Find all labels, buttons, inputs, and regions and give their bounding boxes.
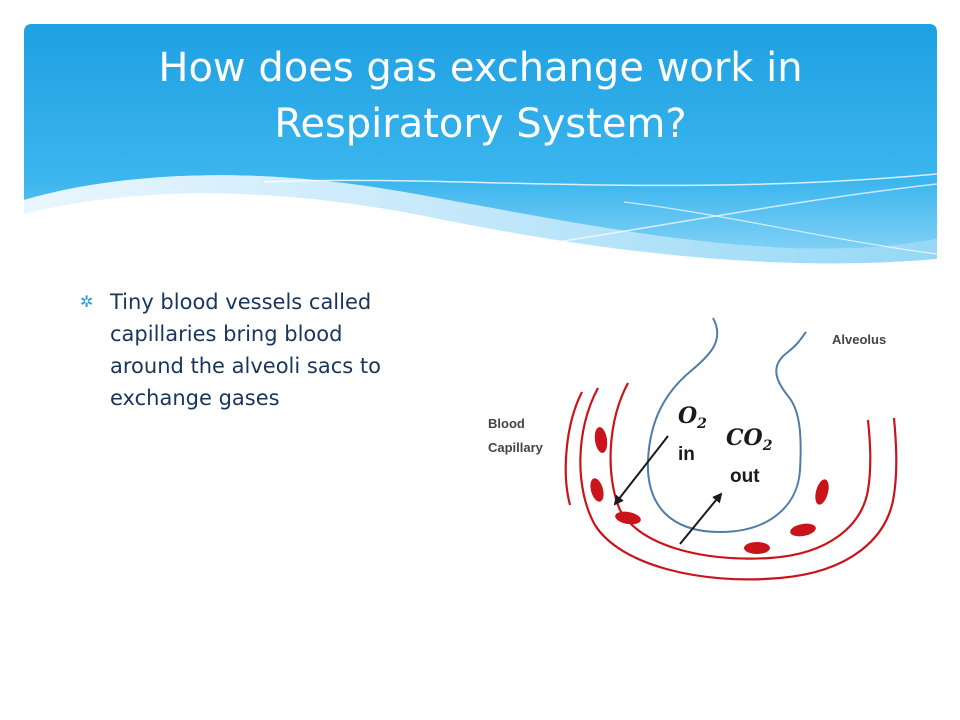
red-blood-cell xyxy=(590,478,604,502)
co2-symbol: CO xyxy=(726,425,763,451)
capillary-label: Capillary xyxy=(488,440,544,455)
bullet-text: Tiny blood vessels called capillaries br… xyxy=(110,286,460,414)
co2-label: CO2 xyxy=(726,425,773,454)
alveolus-label: Alveolus xyxy=(832,332,886,347)
co2-out-arrow xyxy=(679,492,723,545)
capillary-outer-wall xyxy=(579,387,898,581)
red-blood-cell xyxy=(815,479,829,505)
asterisk-bullet-icon: ✲ xyxy=(80,292,94,311)
bullet-list: ✲ Tiny blood vessels called capillaries … xyxy=(80,286,460,414)
alveolus-outline xyxy=(646,317,807,534)
o2-label: O2 xyxy=(678,403,707,432)
title-line-2: Respiratory System? xyxy=(274,101,687,147)
red-blood-cell xyxy=(790,523,816,537)
o2-direction-label: in xyxy=(678,444,695,465)
gas-exchange-diagram: Alveolus Blood Capillary O2 in CO2 out xyxy=(488,317,898,581)
o2-symbol: O xyxy=(678,403,697,429)
blood-label: Blood xyxy=(488,416,525,431)
list-item: ✲ Tiny blood vessels called capillaries … xyxy=(80,286,460,414)
red-blood-cell xyxy=(594,427,608,453)
page-title: How does gas exchange work in Respirator… xyxy=(24,40,937,152)
o2-subscript: 2 xyxy=(696,416,707,432)
title-line-1: How does gas exchange work in xyxy=(158,45,803,91)
bullet-line: capillaries bring blood xyxy=(110,322,343,346)
bullet-line: Tiny blood vessels called xyxy=(110,290,372,314)
bullet-line: exchange gases xyxy=(110,386,280,410)
o2-in-arrow xyxy=(613,435,669,506)
title-banner xyxy=(24,24,937,274)
capillary-inner-wall xyxy=(609,382,872,560)
co2-subscript: 2 xyxy=(762,438,773,454)
red-blood-cell xyxy=(615,511,641,525)
bullet-line: around the alveoli sacs to xyxy=(110,354,381,378)
red-blood-cell xyxy=(744,542,770,554)
wave-banner-graphic xyxy=(24,24,937,274)
capillary-left-wall xyxy=(564,391,583,506)
co2-direction-label: out xyxy=(730,466,760,487)
